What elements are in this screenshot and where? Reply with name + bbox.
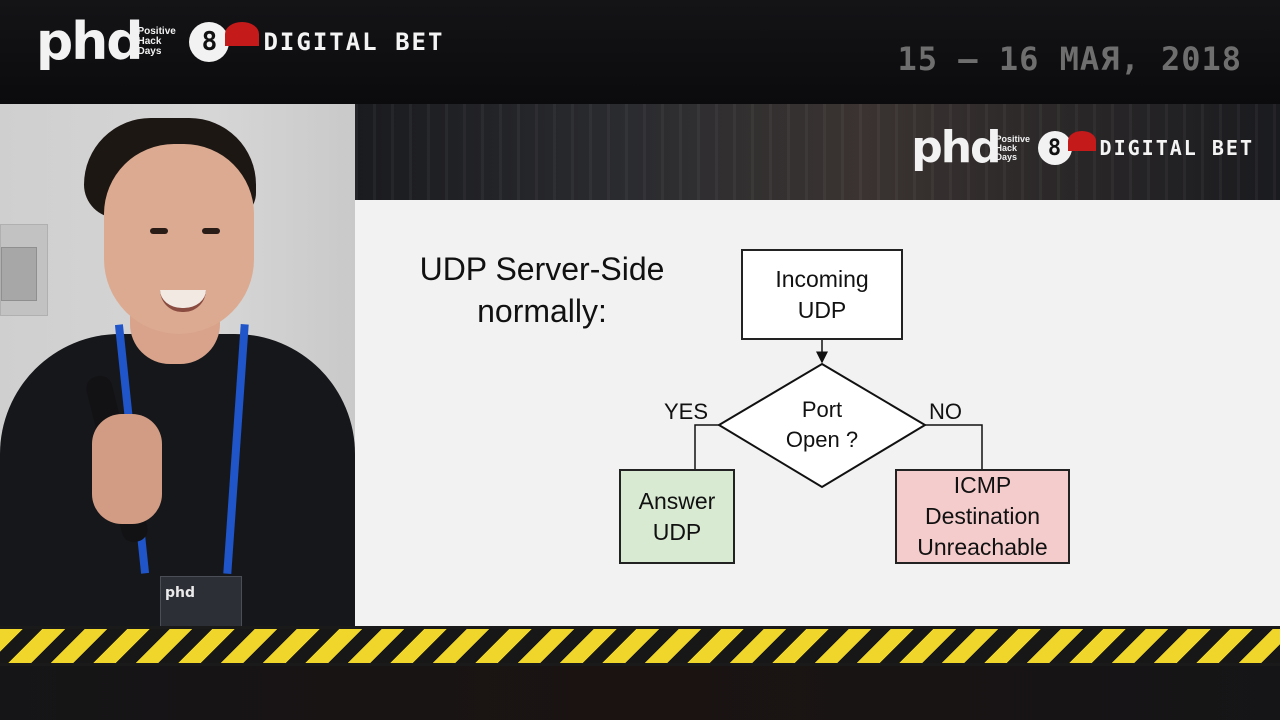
- edge-label-yes: YES: [664, 397, 708, 427]
- node-answer-udp: Answer UDP: [619, 469, 735, 564]
- node-incoming-udp: Incoming UDP: [741, 249, 903, 340]
- broadcast-footer: [0, 666, 1280, 720]
- edge-label-no: NO: [929, 397, 962, 427]
- node-port-open-label: Port Open ?: [772, 395, 872, 455]
- edge-yes-to-answer: [695, 425, 719, 469]
- hazard-stripe: [0, 626, 1280, 666]
- edge-no-to-icmp: [925, 425, 982, 469]
- node-icmp-unreachable: ICMP Destination Unreachable: [895, 469, 1070, 564]
